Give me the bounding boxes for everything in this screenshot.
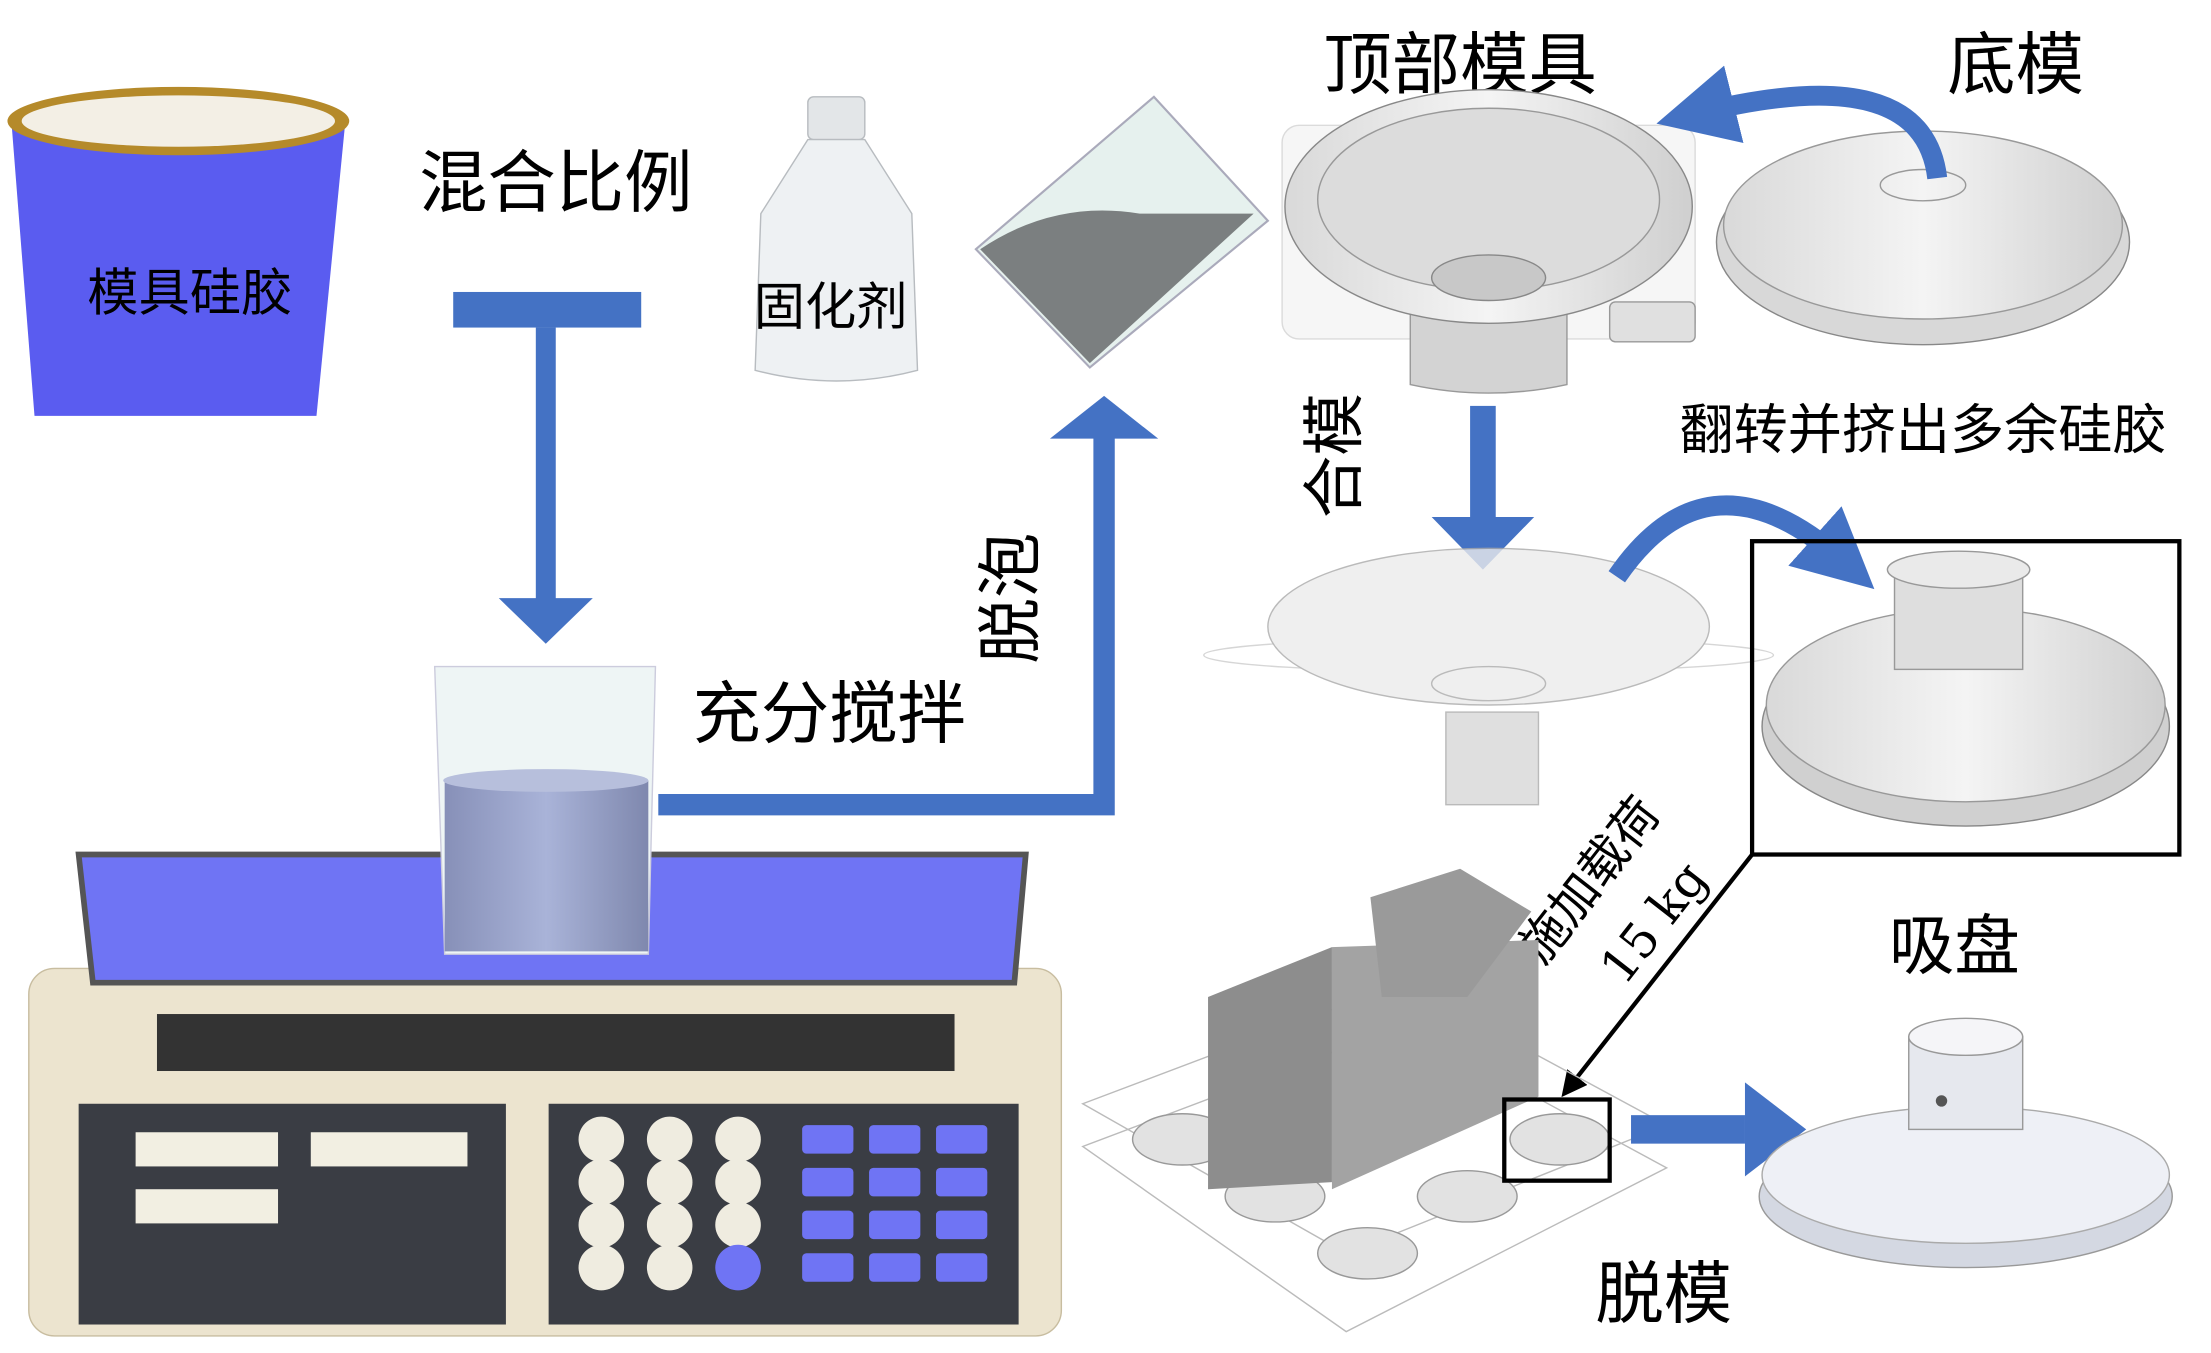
degas-arrow [658, 434, 1115, 816]
highlight-frame [1502, 1097, 1612, 1183]
bottom-mold-label: 底模 [1947, 26, 2084, 105]
beaker [433, 665, 657, 955]
close-mold-label: 合模 [1298, 393, 1371, 518]
mix-ratio-label: 混合比例 [419, 145, 692, 224]
degas-arrowhead [1049, 395, 1159, 439]
closed-mold [1203, 547, 1775, 806]
flip-curve-arrow [1656, 65, 1948, 180]
suction-cup-label: 吸盘 [1889, 908, 2020, 984]
flipped-mold [1761, 550, 2171, 827]
degas-label: 脱泡 [973, 533, 1049, 664]
curing-agent-bottle: 固化剂 [754, 96, 919, 382]
bottom-mold [1608, 130, 2131, 346]
flip-squeeze-label: 翻转并挤出多余硅胶 [1680, 399, 2167, 462]
load-pointer-line [1561, 853, 1754, 1098]
flip-squeeze-arrow [1608, 495, 1875, 590]
silicone-label: 模具硅胶 [87, 263, 292, 323]
press-assembly [1081, 868, 1669, 1333]
flipped-mold-frame [1749, 539, 2182, 857]
close-mold-arrowhead [1431, 516, 1535, 570]
demold-label: 脱模 [1595, 1255, 1732, 1334]
pouring-tray [974, 95, 1270, 369]
top-mold [1281, 89, 1696, 394]
mix-arrow [453, 291, 642, 644]
demold-arrow-shaft [1631, 1115, 1745, 1144]
stir-label: 充分搅拌 [692, 676, 965, 755]
silicone-bucket: 模具硅胶 [7, 86, 350, 416]
close-mold-arrow-shaft [1470, 405, 1496, 520]
demold-arrowhead [1744, 1082, 1807, 1177]
curing-agent-label: 固化剂 [754, 278, 908, 338]
suction-cup [1758, 1017, 2173, 1269]
weighing-scale [28, 851, 1063, 1337]
